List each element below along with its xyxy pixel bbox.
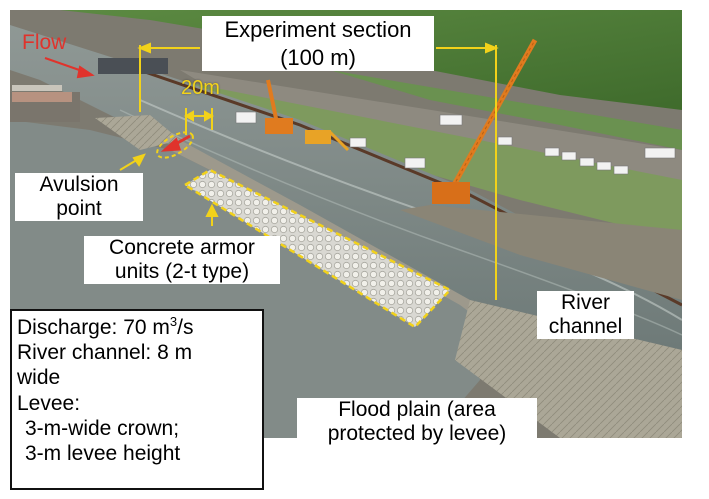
avulsion-line2: point	[56, 197, 102, 221]
excavator	[305, 130, 350, 152]
avulsion-point-label: Avulsion point	[15, 173, 143, 222]
discharge-line: Discharge: 70 m3/s	[17, 314, 257, 340]
armor-line1: Concrete armor	[109, 236, 255, 259]
discharge-superscript: 3	[169, 314, 178, 329]
river-channel-line1: River	[560, 291, 610, 314]
twenty-m-label: 20m	[181, 77, 220, 99]
river-channel-label: River channel	[537, 291, 634, 340]
crane-right	[432, 38, 538, 204]
channel-width-line1: River channel: 8 m	[17, 341, 193, 365]
avulsion-marker	[156, 131, 194, 159]
flow-arrow	[44, 57, 95, 79]
channel-width-line2: wide	[17, 366, 61, 390]
flood-plain-line1: Flood plain (area	[338, 398, 496, 421]
levee-heading: Levee:	[17, 391, 81, 415]
levee-crest	[95, 115, 180, 150]
armor-line2: units (2-t type)	[114, 260, 250, 284]
flow-label: Flow	[22, 31, 67, 54]
parked-vehicles	[235, 111, 676, 175]
levee-height-line: 3-m levee height	[25, 441, 181, 465]
bridge-structure	[98, 58, 168, 74]
experiment-info-box: Discharge: 70 m3/s River channel: 8 m wi…	[10, 309, 264, 490]
levee-crown-line: 3-m-wide crown;	[25, 416, 180, 440]
crane-left	[265, 79, 293, 134]
experiment-section-line2: (100 m)	[280, 44, 356, 70]
spectators	[12, 92, 72, 102]
annotation-lines	[119, 42, 499, 300]
vegetation-area	[60, 10, 682, 110]
concrete-armor-label: Concrete armor units (2-t type)	[84, 236, 280, 285]
experiment-section-label: Experiment section (100 m)	[202, 16, 434, 71]
avulsion-line1: Avulsion	[39, 173, 119, 196]
experiment-section-line1: Experiment section	[224, 17, 412, 42]
discharge-suffix: /s	[177, 316, 194, 339]
river-channel-line2: channel	[548, 315, 623, 339]
breach-arrow	[160, 134, 191, 152]
flood-plain-label: Flood plain (area protected by levee)	[297, 398, 537, 447]
discharge-prefix: Discharge: 70 m	[17, 316, 170, 339]
concrete-armor-units	[182, 168, 453, 329]
lower-levee-slope	[455, 300, 682, 438]
flood-plain-line2: protected by levee)	[327, 422, 507, 446]
